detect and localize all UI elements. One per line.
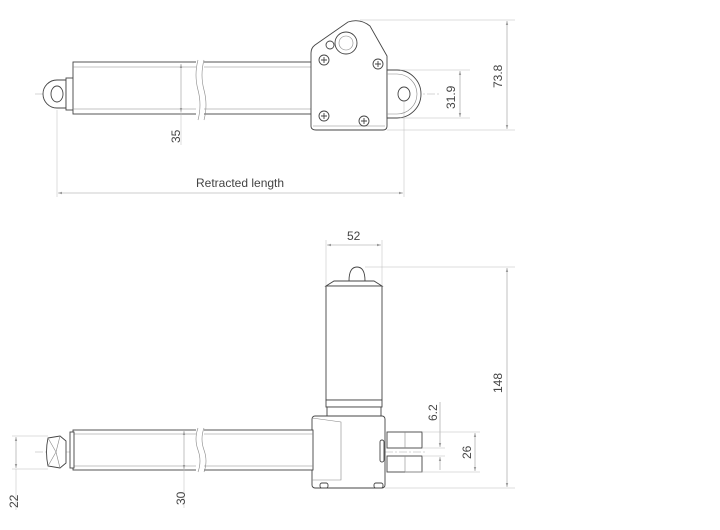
rod-end-eye: [42, 77, 75, 111]
top-view: 35 31.9 73.8 Retracted length: [35, 19, 515, 197]
dim-31-9: 31.9: [444, 85, 458, 109]
motor: [324, 266, 384, 418]
dim-73-8: 73.8: [491, 64, 505, 88]
side-view: 52 148 6.2 26 22 30: [7, 229, 515, 510]
dim-35: 35: [169, 129, 183, 143]
dim-30: 30: [174, 491, 188, 505]
dim-22: 22: [7, 494, 21, 508]
motor-cap: [348, 266, 366, 282]
dim-52: 52: [347, 229, 361, 243]
rear-clevis: [386, 69, 422, 119]
dim-148: 148: [491, 373, 505, 393]
outer-tube: [69, 426, 314, 474]
gearbox-housing: [311, 415, 386, 489]
outer-tube: [72, 58, 314, 121]
connector-icon: [334, 31, 358, 55]
housing: [310, 20, 388, 131]
dim-26: 26: [460, 445, 474, 459]
dim-6-2: 6.2: [426, 404, 440, 421]
rod-end: [46, 435, 67, 469]
screw-icons: [318, 54, 384, 127]
retracted-length-label: Retracted length: [196, 176, 284, 190]
rear-clevis: [386, 431, 423, 473]
